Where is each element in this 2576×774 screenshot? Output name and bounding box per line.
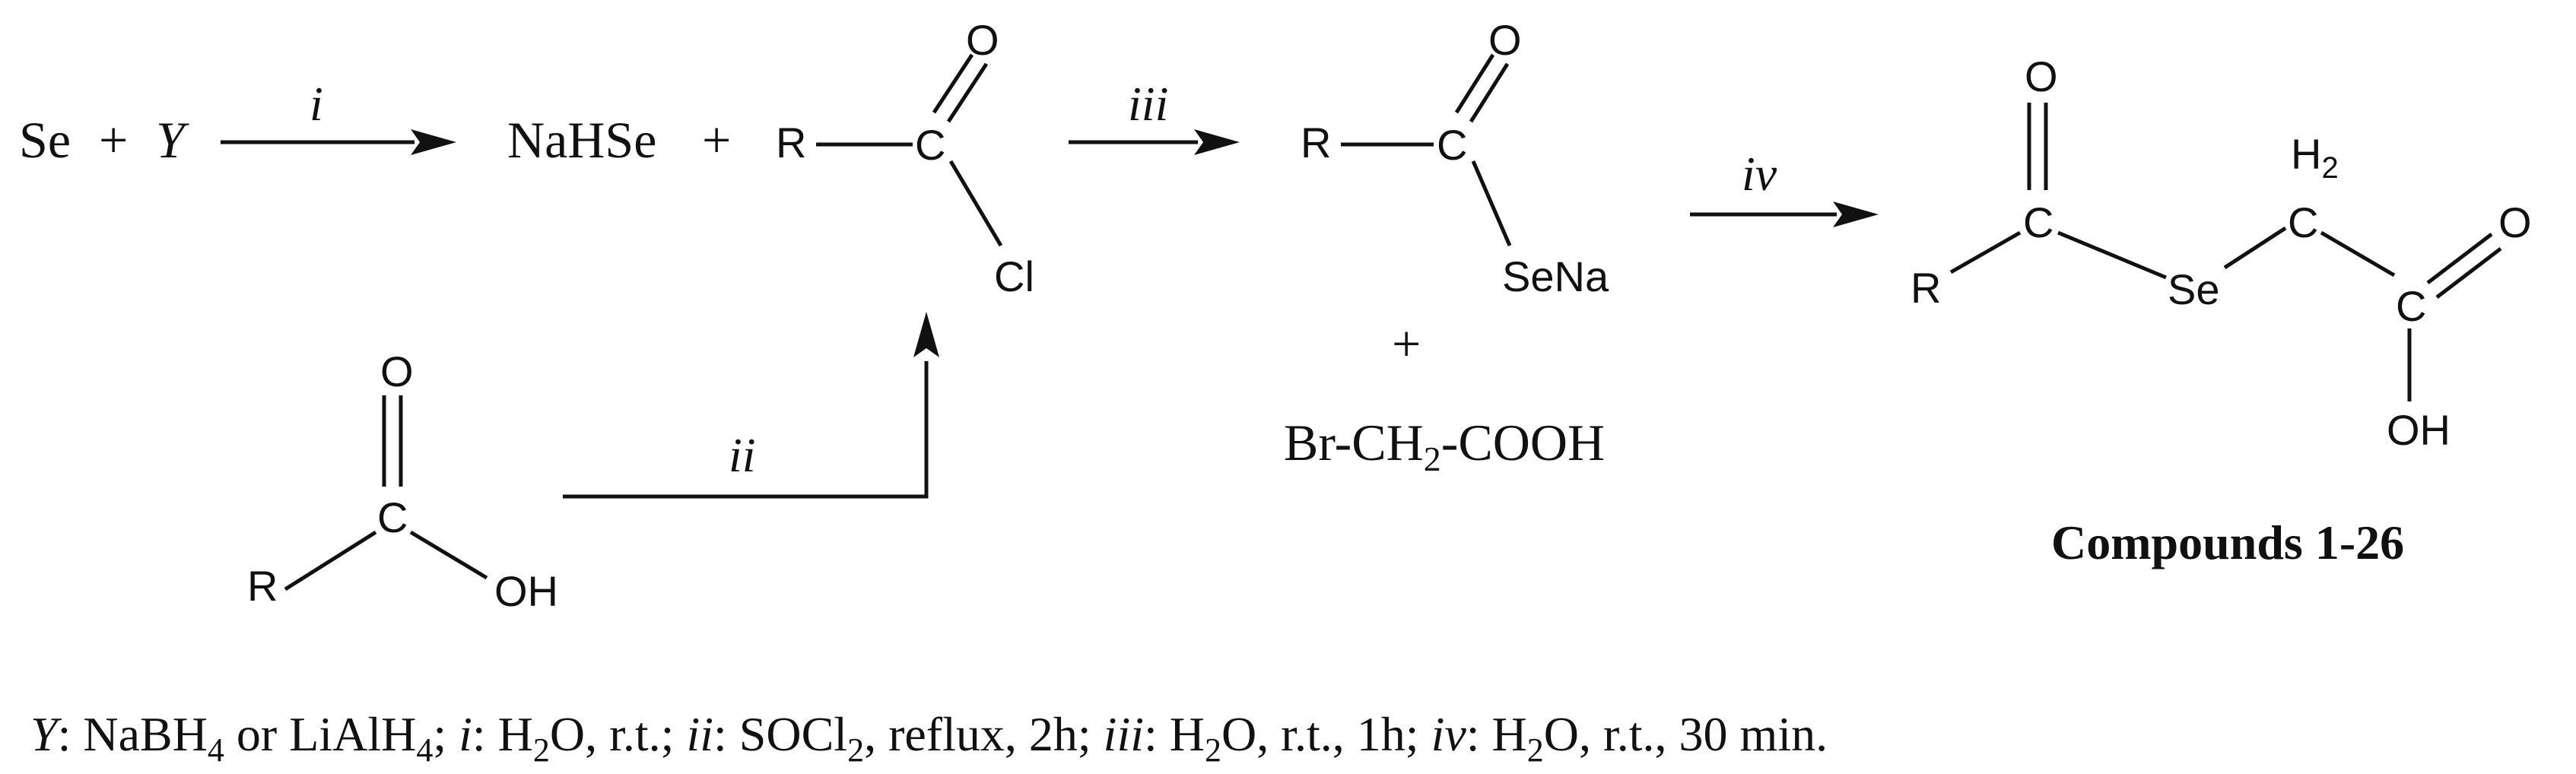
bond-c1-se bbox=[2057, 230, 2167, 280]
footnote-text: O, r.t.; bbox=[550, 707, 687, 761]
footnote-text: O, r.t., 1h; bbox=[1221, 707, 1431, 761]
arrow-i-head bbox=[411, 129, 456, 155]
atom-o: O bbox=[966, 16, 999, 64]
bond-c-o-double-1 bbox=[1454, 53, 1495, 114]
acyl-selenide-structure: R C O SeNa bbox=[1301, 16, 1609, 300]
footnote-y: Y bbox=[30, 707, 62, 761]
footnote-text: : SOCl bbox=[713, 707, 847, 761]
arrow-iv-head bbox=[1833, 201, 1879, 227]
footnote-step-i: i bbox=[459, 707, 472, 761]
atom-se: Se bbox=[2168, 265, 2220, 313]
atom-oh: OH bbox=[494, 567, 558, 615]
carboxylic-acid-structure: O C R OH bbox=[247, 347, 558, 615]
footnote-subscript: 4 bbox=[416, 731, 433, 769]
bond-ch2-c3 bbox=[2320, 230, 2396, 278]
atom-c: C bbox=[1437, 121, 1467, 169]
starting-materials: Se + Y bbox=[19, 111, 189, 169]
footnote-subscript: 2 bbox=[847, 731, 864, 769]
footnote-text: : H bbox=[1466, 707, 1527, 761]
footnote-text: : H bbox=[472, 707, 533, 761]
arrow-step-iv: iv bbox=[1690, 147, 1879, 227]
arrow-step-iii: iii bbox=[1069, 77, 1240, 155]
atom-oh: OH bbox=[2387, 406, 2451, 454]
arrow-ii-head bbox=[913, 312, 939, 357]
step-label-iv: iv bbox=[1742, 147, 1777, 201]
footnote-subscript: 2 bbox=[1205, 731, 1221, 769]
bond-c3-o2-double-1 bbox=[2426, 233, 2493, 284]
bond-se-ch2 bbox=[2223, 226, 2287, 270]
reducing-agent-y: Y bbox=[156, 111, 189, 169]
plus-sign: + bbox=[702, 111, 731, 169]
selenium-label: Se bbox=[19, 111, 71, 169]
atom-h: H bbox=[2291, 130, 2321, 178]
atom-r: R bbox=[1301, 119, 1331, 167]
footnote-subscript: 4 bbox=[208, 731, 224, 769]
atom-cl: Cl bbox=[994, 252, 1034, 300]
plus-sign: + bbox=[99, 111, 128, 169]
footnote-step-ii: ii bbox=[686, 707, 713, 761]
bromoacetic-part-1: Br-CH bbox=[1284, 414, 1424, 471]
atom-h-subscript: 2 bbox=[2321, 151, 2338, 185]
footnote-text: , reflux, 2h; bbox=[864, 707, 1104, 761]
product-caption: Compounds 1-26 bbox=[2051, 515, 2404, 569]
atom-c: C bbox=[2288, 198, 2318, 246]
atom-o: O bbox=[2498, 198, 2532, 246]
step-label-ii: ii bbox=[729, 428, 756, 482]
bond-c-oh bbox=[409, 530, 488, 580]
bond-c-o-double-1 bbox=[932, 53, 974, 114]
atom-r: R bbox=[247, 562, 278, 610]
atom-o: O bbox=[1488, 16, 1522, 64]
product-structure: O C R Se H2 C C O OH bbox=[1911, 52, 2532, 454]
plus-sign: + bbox=[1392, 315, 1421, 373]
bond-c-cl bbox=[948, 160, 1003, 247]
atom-o: O bbox=[2025, 52, 2058, 100]
bond-c-se bbox=[1471, 160, 1512, 246]
bond-c1-r bbox=[1949, 230, 2022, 274]
atom-r: R bbox=[776, 119, 806, 167]
footnote-subscript: 2 bbox=[533, 731, 550, 769]
footnote-text: or LiAlH bbox=[224, 707, 416, 761]
atom-h2: H2 bbox=[2291, 130, 2339, 185]
atom-c: C bbox=[2396, 282, 2426, 330]
nahse-label: NaHSe bbox=[507, 111, 656, 169]
footnote-text: O, r.t., 30 min. bbox=[1544, 707, 1828, 761]
atom-sena: SeNa bbox=[1502, 252, 1609, 300]
arrow-step-ii: ii bbox=[563, 312, 939, 499]
step-label-i: i bbox=[310, 77, 323, 131]
footnote-text: : NaBH bbox=[58, 707, 208, 761]
arrow-step-i: i bbox=[221, 77, 456, 155]
atom-c: C bbox=[915, 121, 945, 169]
atom-r: R bbox=[1911, 264, 1941, 312]
bond-c-r bbox=[284, 530, 377, 592]
reaction-conditions-footnote: Y: NaBH4 or LiAlH4; i: H2O, r.t.; ii: SO… bbox=[30, 707, 1828, 769]
bromoacetic-acid-label: Br-CH2-COOH bbox=[1284, 414, 1605, 478]
bond-c-o-double-2 bbox=[1469, 62, 1510, 123]
arrow-ii-line bbox=[563, 361, 929, 499]
footnote-text: ; bbox=[433, 707, 459, 761]
footnote-step-iii: iii bbox=[1104, 707, 1144, 761]
bromoacetic-part-2: -COOH bbox=[1441, 414, 1605, 471]
atom-o: O bbox=[380, 347, 414, 395]
footnote-text: : H bbox=[1144, 707, 1205, 761]
bond-c3-o2-double-2 bbox=[2435, 247, 2502, 299]
arrow-iii-head bbox=[1194, 129, 1240, 155]
footnote-subscript: 2 bbox=[1527, 731, 1544, 769]
footnote-step-iv: iv bbox=[1431, 707, 1467, 761]
sodium-hydroselenide: NaHSe + bbox=[507, 111, 731, 169]
atom-c: C bbox=[377, 493, 408, 541]
bond-c-o-double-2 bbox=[946, 62, 989, 123]
acyl-chloride-structure: R C O Cl bbox=[776, 16, 1034, 300]
atom-c: C bbox=[2023, 198, 2053, 246]
bromoacetic-subscript: 2 bbox=[1424, 439, 1441, 478]
step-label-iii: iii bbox=[1128, 77, 1168, 131]
